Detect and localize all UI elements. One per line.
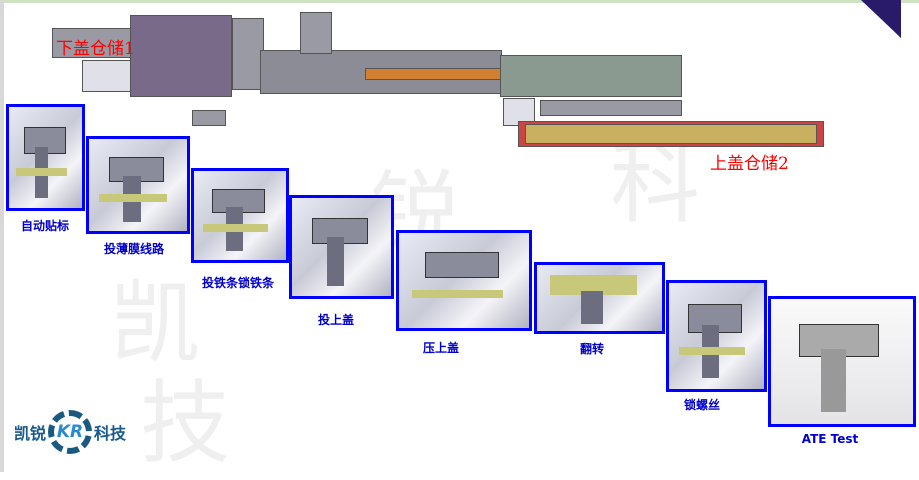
station-image-screw [666,280,767,392]
station-label: ATE Test [801,432,859,446]
station-label: 锁螺丝 [683,398,721,412]
gear-logo-icon: KR [48,410,93,454]
lower-cover-storage-label: 下盖仓储1 [56,39,135,59]
corner-decoration [821,0,901,38]
station-image-film [86,136,190,234]
station-label: 翻转 [579,342,605,356]
watermark-char: 技 [140,371,230,476]
watermark-char: 凯 [110,271,200,376]
station-image-flip [534,262,665,334]
station-label: 压上盖 [422,341,460,355]
left-border [0,0,4,472]
station-label: 投上盖 [317,313,355,327]
watermark-char: 科 [610,131,700,236]
logo-text: 凯锐 [14,424,47,443]
logo-text: 科技 [94,424,127,443]
station-image-ate-test [768,296,916,427]
company-logo: 凯锐 KR 科技 [14,410,126,454]
upper-cover-storage-label: 上盖仓储2 [710,154,789,174]
station-label: 投铁条锁铁条 [201,276,275,290]
station-label: 投薄膜线路 [103,242,165,256]
station-image-labeling [6,104,85,211]
station-label: 自动贴标 [20,219,70,233]
station-image-iron-strip [191,168,289,263]
station-image-press-cover [396,230,532,331]
top-border [0,0,919,3]
station-image-place-cover [289,195,394,299]
